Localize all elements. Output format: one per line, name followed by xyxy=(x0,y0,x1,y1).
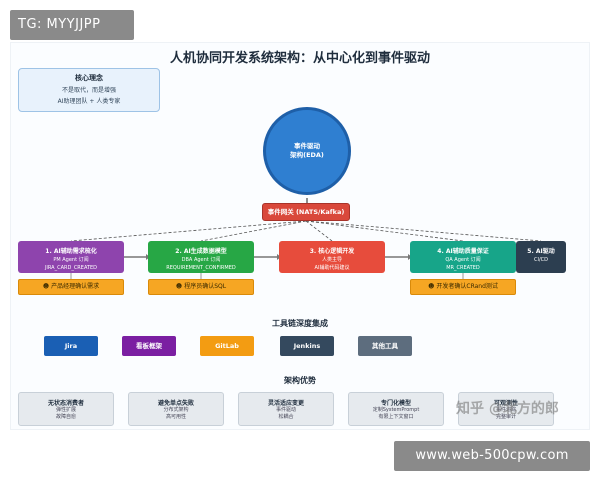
center-label-line2: 架构(EDA) xyxy=(290,151,324,159)
advantage-card: 无状态消费者 弹性扩展 故障自愈 xyxy=(18,392,114,426)
advantage-line: 松耦合 xyxy=(278,413,294,420)
stage-title: 1. AI辅助需求梳化 xyxy=(45,248,97,255)
stage-sub: 人类主导 xyxy=(321,257,342,263)
core-concept-line: 不是取代，而是增强 xyxy=(61,87,116,94)
event-gateway-node: 事件网关 (NATS/Kafka) xyxy=(262,203,350,221)
stage-4-node: 4. AI辅助质量保证 QA Agent 订阅 MR_CREATED xyxy=(410,241,516,273)
advantage-card: 可观测性 事件追踪 完整审计 xyxy=(458,392,554,426)
role-box-dev: ☻程序员确认SQL xyxy=(148,279,254,295)
gateway-to-stage4-line xyxy=(305,220,464,242)
person-icon: ☻ xyxy=(42,283,50,290)
person-icon: ☻ xyxy=(175,283,183,290)
stage-sub: AI辅助代码建议 xyxy=(314,265,350,271)
stage-1-node: 1. AI辅助需求梳化 PM Agent 订阅 JIRA_CARD_CREATE… xyxy=(18,241,124,273)
tool-other: 其他工具 xyxy=(358,336,412,356)
role-box-pm: ☻产品经理确认需求 xyxy=(18,279,124,295)
stage-3-node: 3. 核心逻辑开发 人类主导 AI辅助代码建议 xyxy=(279,241,385,273)
stage-sub: QA Agent 订阅 xyxy=(445,257,481,263)
role-label: 产品经理确认需求 xyxy=(51,283,100,290)
stage-sub: CI/CD xyxy=(534,257,548,263)
tool-gitlab: GitLab xyxy=(200,336,254,356)
toolchain-heading: 工具链深度集成 xyxy=(272,319,328,328)
advantage-title: 无状态消费者 xyxy=(47,400,84,407)
advantage-line: 分布式架构 xyxy=(163,407,189,413)
stage-5-node: 5. AI驱动 CI/CD xyxy=(516,241,566,273)
advantage-title: 避免单点失败 xyxy=(157,400,194,407)
advantage-line: 高可用性 xyxy=(165,413,186,420)
tool-jenkins: Jenkins xyxy=(280,336,334,356)
core-concept-box: 核心理念 不是取代，而是增强 AI助理团队 + 人类专家 xyxy=(18,68,160,112)
advantage-line: 事件驱动 xyxy=(275,407,296,413)
zhihu-watermark: 知乎 @北方的郎 xyxy=(456,401,559,417)
advantage-title: 灵活适应变更 xyxy=(267,400,304,407)
role-label: 程序员确认SQL xyxy=(184,283,227,290)
gateway-to-stage1-line xyxy=(70,220,307,242)
stage-sub: MR_CREATED xyxy=(446,265,480,271)
tool-kanban: 看板框架 xyxy=(122,336,176,356)
advantage-card: 灵活适应变更 事件驱动 松耦合 xyxy=(238,392,334,426)
advantage-line: 事件追踪 xyxy=(495,407,516,413)
role-box-tester: ☻开发者确认CRand测试 xyxy=(410,279,516,295)
advantage-line: 定制SystemPrompt xyxy=(372,407,420,413)
advantage-card: 避免单点失败 分布式架构 高可用性 xyxy=(128,392,224,426)
eda-center-node: 事件驱动 架构(EDA) xyxy=(263,107,351,195)
top-watermark-tag: TG: MYYJJPP xyxy=(10,10,134,40)
advantage-card: 专门化模型 定制SystemPrompt 有限上下文窗口 xyxy=(348,392,444,426)
advantage-line: 弹性扩展 xyxy=(55,407,76,413)
advantage-line: 故障自愈 xyxy=(55,413,76,420)
gateway-to-stage5-line xyxy=(305,220,542,242)
gateway-to-stage3-line xyxy=(305,220,333,242)
stage-title: 5. AI驱动 xyxy=(527,248,555,255)
advantage-line: 有限上下文窗口 xyxy=(378,413,414,420)
stage-sub: JIRA_CARD_CREATED xyxy=(44,265,98,271)
advantage-title: 可观测性 xyxy=(493,400,518,407)
stage-sub: DBA Agent 订阅 xyxy=(181,257,221,263)
stage-2-node: 2. AI生成数据模型 DBA Agent 订阅 REQUIREMENT_CON… xyxy=(148,241,254,273)
advantages-heading: 架构优势 xyxy=(284,376,316,385)
center-label-line1: 事件驱动 xyxy=(294,142,320,150)
diagram-title: 人机协同开发系统架构：从中心化到事件驱动 xyxy=(169,51,430,66)
stage-sub: REQUIREMENT_CONFIRMED xyxy=(166,265,236,271)
stage-title: 2. AI生成数据模型 xyxy=(175,248,227,255)
stage-title: 3. 核心逻辑开发 xyxy=(309,248,355,255)
person-icon: ☻ xyxy=(428,283,435,290)
stage-title: 4. AI辅助质量保证 xyxy=(437,248,489,255)
advantage-title: 专门化模型 xyxy=(380,400,411,407)
advantage-line: 完整审计 xyxy=(495,413,516,420)
gateway-to-stage2-line xyxy=(200,220,307,242)
bottom-watermark-tag: www.web-500cpw.com xyxy=(394,441,590,471)
role-label: 开发者确认CRand测试 xyxy=(436,283,498,290)
core-concept-line: AI助理团队 + 人类专家 xyxy=(57,98,121,105)
core-concept-heading: 核心理念 xyxy=(75,74,103,82)
stage-sub: PM Agent 订阅 xyxy=(53,257,89,263)
tool-jira: Jira xyxy=(44,336,98,356)
